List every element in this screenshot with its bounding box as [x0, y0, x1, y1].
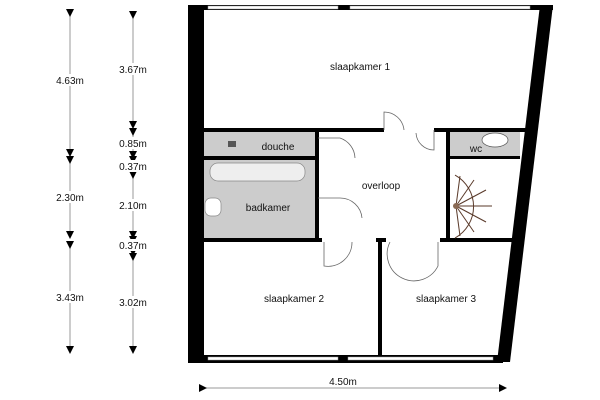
window-bottom-2	[347, 356, 494, 361]
label-slaapkamer-3: slaapkamer 3	[416, 294, 476, 305]
label-slaapkamer-1: slaapkamer 1	[330, 62, 390, 73]
label-douche: douche	[262, 142, 295, 153]
label-badkamer: badkamer	[246, 203, 291, 214]
wall-interior	[450, 156, 520, 159]
dim-left-3: 3.43m	[56, 293, 84, 304]
dim-left-2: 2.30m	[56, 193, 84, 204]
doors	[318, 111, 439, 282]
label-wc: wc	[469, 144, 482, 155]
wall-interior	[204, 238, 322, 242]
wall-interior	[376, 238, 386, 242]
dim-right-2: 0.85m	[119, 139, 147, 150]
shower-icon	[228, 141, 236, 147]
bathtub	[209, 162, 306, 182]
wall-interior	[378, 242, 382, 355]
douche-floor	[204, 132, 318, 156]
wall-right	[497, 5, 553, 362]
dim-right-4: 2.10m	[119, 201, 147, 212]
dim-right-3: 0.37m	[119, 162, 147, 173]
window-bottom-1	[207, 356, 339, 361]
sink	[204, 197, 222, 217]
dim-right-1: 3.67m	[119, 65, 147, 76]
label-slaapkamer-2: slaapkamer 2	[264, 294, 324, 305]
label-overloop: overloop	[362, 181, 401, 192]
wall-bottom	[188, 355, 503, 363]
toilet	[481, 132, 509, 148]
window-top-2	[349, 5, 531, 10]
dim-right-6: 3.02m	[119, 298, 147, 309]
spiral-stair	[453, 174, 492, 239]
wall-interior	[434, 128, 529, 132]
dim-right-5: 0.37m	[119, 241, 147, 252]
wall-interior	[446, 128, 450, 242]
wall-interior	[204, 128, 384, 132]
window-top-1	[207, 5, 339, 10]
wall-interior	[315, 128, 319, 242]
wall-interior	[440, 238, 520, 242]
wall-left	[188, 5, 204, 363]
wall-interior	[204, 156, 318, 160]
dim-left-1: 4.63m	[56, 76, 84, 87]
dim-bottom: 4.50m	[329, 377, 357, 388]
